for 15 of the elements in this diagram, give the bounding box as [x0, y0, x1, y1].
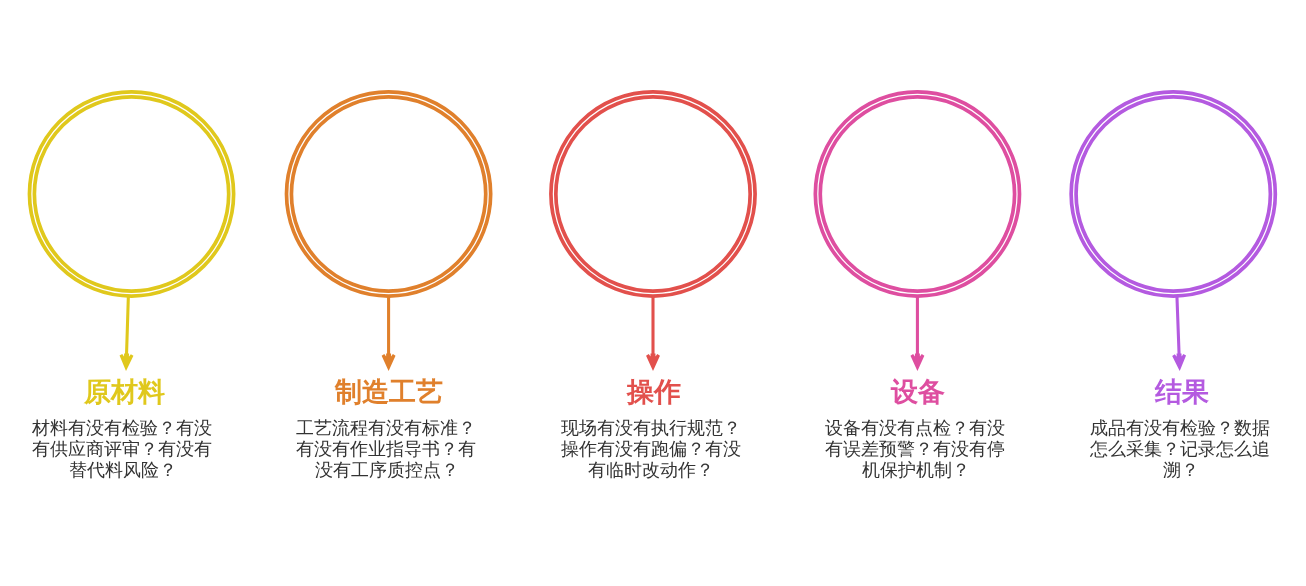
- node-circle: [549, 90, 757, 298]
- arrow: [119, 296, 134, 369]
- node-text: 制造工艺 工艺流程有没有标准？有没有作业指导书？有没有工序质控点？: [296, 375, 477, 481]
- node-text: 结果 成品有没有检验？数据怎么采集？记录怎么追溯？: [1089, 375, 1270, 481]
- arrow: [1172, 296, 1187, 369]
- node-circle: [813, 90, 1022, 298]
- arrow: [910, 296, 925, 369]
- arrow: [381, 296, 396, 369]
- node-circle: [284, 90, 493, 298]
- node-text: 原材料 材料有没有检验？有没有供应商评审？有没有替代料风险？: [31, 375, 212, 481]
- node-circle: [1069, 90, 1278, 298]
- arrow: [645, 296, 661, 369]
- node-circle: [27, 90, 236, 298]
- node-text: 设备 设备有没有点检？有没有误差预警？有没有停机保护机制？: [825, 375, 1006, 481]
- node-text: 操作 现场有没有执行规范？操作有没有跑偏？有没有临时改动作？: [560, 375, 741, 481]
